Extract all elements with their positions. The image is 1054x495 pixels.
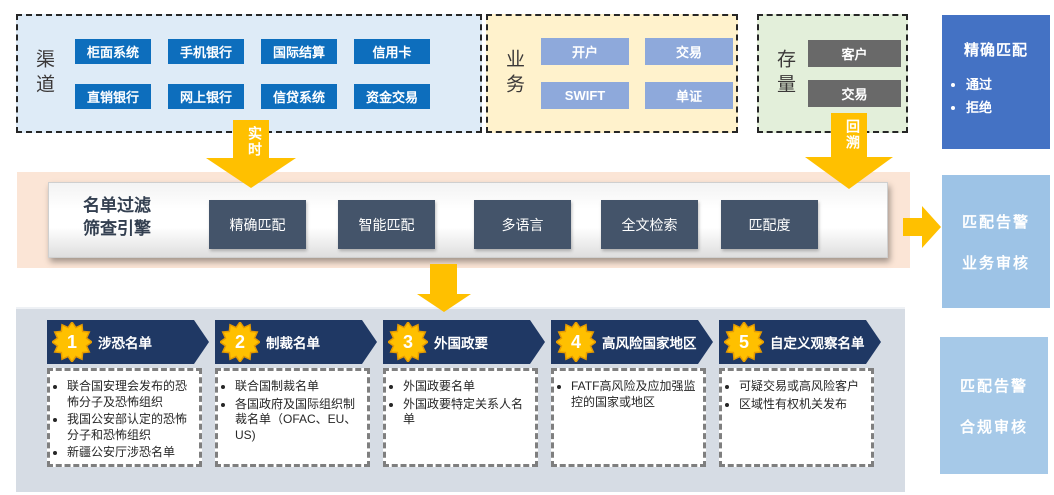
business-chip-account-opening: 开户 xyxy=(541,38,629,65)
watchlists-section: 1 涉恐名单 联合国安理会发布的恐怖分子及恐怖组织 我国公安部认定的恐怖分子和恐… xyxy=(16,307,905,492)
star-badge-5: 5 xyxy=(724,322,764,362)
engine-title-line2: 筛查引擎 xyxy=(83,218,151,238)
watchlist-number: 5 xyxy=(738,331,749,352)
star-badge-icon xyxy=(724,322,764,362)
business-label: 业务 xyxy=(503,48,524,99)
watchlist-high-risk-card: FATF高风险及应加强监控的国家或地区 xyxy=(551,368,706,467)
watchlist-bullet: 各国政府及国际组织制裁名单（OFAC、EU、US) xyxy=(235,397,365,444)
watchlist-bullet: FATF高风险及应加强监控的国家或地区 xyxy=(571,379,701,410)
watchlist-number: 3 xyxy=(402,331,413,352)
watchlist-bullet: 联合国安理会发布的恐怖分子及恐怖组织 xyxy=(67,379,197,410)
engine-feature-match-score: 匹配度 xyxy=(721,200,818,249)
business-chip-documents: 单证 xyxy=(645,82,733,109)
watchlist-number: 1 xyxy=(66,331,77,352)
watchlist-custom-banner: 5 自定义观察名单 xyxy=(719,320,881,364)
channel-chip-intl-settlement: 国际结算 xyxy=(261,38,337,64)
watchlist-bullet: 联合国制裁名单 xyxy=(235,379,365,395)
watchlist-pep-banner: 3 外国政要 xyxy=(383,320,545,364)
outcome-exact-match-bullets: 通过 拒绝 xyxy=(966,74,1050,116)
star-badge-2: 2 xyxy=(220,322,260,362)
compliance-review-line2: 合规审核 xyxy=(959,418,1028,436)
engine-feature-smart-match: 智能匹配 xyxy=(338,200,435,249)
business-grid: 开户 交易 SWIFT 单证 xyxy=(541,38,733,109)
star-badge-icon xyxy=(388,322,428,362)
engine-to-review-right-arrow-icon xyxy=(903,206,941,248)
engine-title: 名单过滤 筛查引擎 xyxy=(83,195,151,241)
channels-grid: 柜面系统 手机银行 国际结算 信用卡 直销银行 网上银行 信贷系统 资金交易 xyxy=(75,38,430,109)
star-badge-4: 4 xyxy=(556,322,596,362)
watchlist-bullet: 可疑交易或高风险客户 xyxy=(739,379,869,395)
watchlist-bullet: 外国政要特定关系人名单 xyxy=(403,397,533,428)
watchlist-custom: 5 自定义观察名单 可疑交易或高风险客户 区域性有权机关发布 xyxy=(719,309,884,494)
watchlist-title: 涉恐名单 xyxy=(98,336,152,351)
watchlist-bullet: 新疆公安厅涉恐名单 xyxy=(67,445,197,461)
realtime-arrow-label: 实时 xyxy=(247,126,263,158)
channel-chip-credit-system: 信贷系统 xyxy=(261,83,337,109)
engine-panel: 名单过滤 筛查引擎 精确匹配 智能匹配 多语言 全文检索 匹配度 xyxy=(48,182,888,258)
star-badge-icon xyxy=(556,322,596,362)
channel-chip-counter-system: 柜面系统 xyxy=(75,38,151,64)
watchlist-terror-card: 联合国安理会发布的恐怖分子及恐怖组织 我国公安部认定的恐怖分子和恐怖组织 新疆公… xyxy=(47,368,202,467)
outcome-business-review-box: 匹配告警 业务审核 xyxy=(942,175,1050,308)
channel-chip-fund-trading: 资金交易 xyxy=(354,83,430,109)
watchlist-terror-banner: 1 涉恐名单 xyxy=(47,320,209,364)
channel-chip-mobile-banking: 手机银行 xyxy=(168,38,244,64)
engine-feature-exact-match: 精确匹配 xyxy=(209,200,306,249)
watchlist-sanctions-card: 联合国制裁名单 各国政府及国际组织制裁名单（OFAC、EU、US) xyxy=(215,368,370,467)
realtime-down-arrow-icon xyxy=(206,120,296,188)
outcome-exact-match-box: 精确匹配 通过 拒绝 xyxy=(942,15,1050,149)
star-badge-1: 1 xyxy=(52,322,92,362)
stock-grid: 客户 交易 xyxy=(808,40,901,107)
outcome-bullet-pass: 通过 xyxy=(966,74,1050,93)
watchlist-title: 制裁名单 xyxy=(266,336,320,351)
engine-feature-multilingual: 多语言 xyxy=(474,200,571,249)
business-chip-swift: SWIFT xyxy=(541,82,629,109)
engine-feature-fulltext-search: 全文检索 xyxy=(601,200,698,249)
engine-to-lists-down-arrow-icon xyxy=(417,264,471,312)
backtrack-down-arrow-icon xyxy=(805,113,893,189)
backtrack-arrow-label: 回溯 xyxy=(845,119,861,151)
stock-chip-transactions: 交易 xyxy=(808,80,901,107)
watchlist-number: 4 xyxy=(570,331,581,352)
stock-label: 存量 xyxy=(774,48,795,99)
star-badge-icon xyxy=(52,322,92,362)
outcome-compliance-review-box: 匹配告警 合规审核 xyxy=(940,337,1048,474)
watchlist-bullet: 区域性有权机关发布 xyxy=(739,397,869,413)
business-box: 业务 开户 交易 SWIFT 单证 xyxy=(486,14,738,133)
watchlist-bullet: 我国公安部认定的恐怖分子和恐怖组织 xyxy=(67,412,197,443)
watchlist-terror: 1 涉恐名单 联合国安理会发布的恐怖分子及恐怖组织 我国公安部认定的恐怖分子和恐… xyxy=(47,309,212,494)
stock-box: 存量 客户 交易 xyxy=(757,14,908,133)
channel-chip-credit-card: 信用卡 xyxy=(354,38,430,64)
watchlist-title: 外国政要 xyxy=(434,336,488,351)
watchlist-pep-card: 外国政要名单 外国政要特定关系人名单 xyxy=(383,368,538,467)
watchlist-custom-card: 可疑交易或高风险客户 区域性有权机关发布 xyxy=(719,368,874,467)
channel-chip-online-banking: 网上银行 xyxy=(168,83,244,109)
engine-title-line1: 名单过滤 xyxy=(83,196,151,215)
compliance-review-line1: 匹配告警 xyxy=(959,377,1028,395)
channel-chip-direct-banking: 直销银行 xyxy=(75,83,151,109)
channels-box: 渠道 柜面系统 手机银行 国际结算 信用卡 直销银行 网上银行 信贷系统 资金交… xyxy=(16,14,482,133)
watchlist-sanctions-banner: 2 制裁名单 xyxy=(215,320,377,364)
watchlist-high-risk-banner: 4 高风险国家地区 xyxy=(551,320,713,364)
channels-label: 渠道 xyxy=(33,48,54,99)
business-chip-transaction: 交易 xyxy=(645,38,733,65)
outcome-bullet-reject: 拒绝 xyxy=(966,97,1050,116)
business-review-line2: 业务审核 xyxy=(961,254,1030,272)
outcome-exact-match-title: 精确匹配 xyxy=(963,42,1028,59)
business-review-line1: 匹配告警 xyxy=(961,213,1030,231)
star-badge-icon xyxy=(220,322,260,362)
watchlist-bullet: 外国政要名单 xyxy=(403,379,533,395)
stock-chip-customers: 客户 xyxy=(808,40,901,67)
watchlist-number: 2 xyxy=(234,331,245,352)
watchlist-pep: 3 外国政要 外国政要名单 外国政要特定关系人名单 xyxy=(383,309,548,494)
watchlist-title: 高风险国家地区 xyxy=(602,336,697,351)
watchlist-title: 自定义观察名单 xyxy=(770,336,865,351)
watchlist-sanctions: 2 制裁名单 联合国制裁名单 各国政府及国际组织制裁名单（OFAC、EU、US) xyxy=(215,309,380,494)
watchlist-high-risk-regions: 4 高风险国家地区 FATF高风险及应加强监控的国家或地区 xyxy=(551,309,716,494)
star-badge-3: 3 xyxy=(388,322,428,362)
